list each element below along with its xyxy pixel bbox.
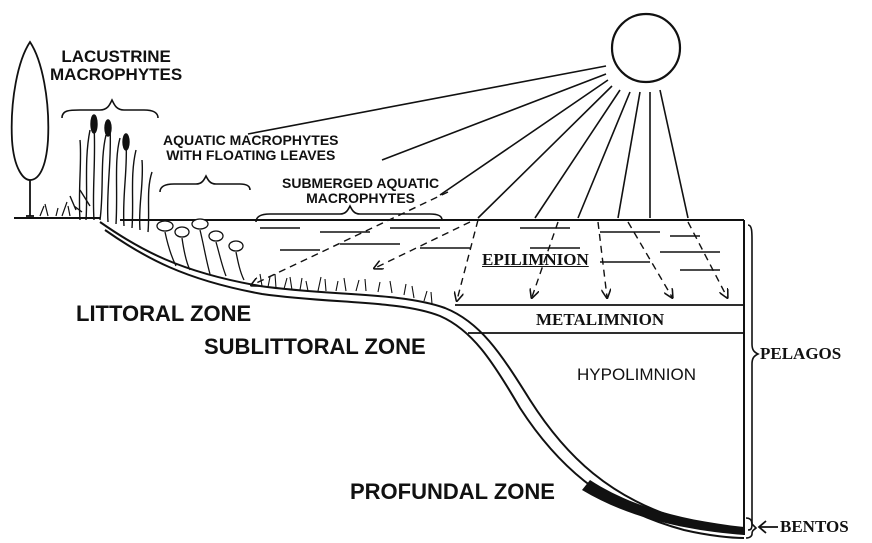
bentos-label: BENTOS	[780, 518, 849, 536]
floating-leaf-plants	[157, 219, 244, 280]
reeds-icon	[70, 115, 152, 232]
metalimnion-label: METALIMNION	[536, 311, 664, 329]
tree-icon	[12, 42, 49, 216]
epilimnion-label: EPILIMNION	[482, 251, 589, 269]
light-penetration-rays	[252, 192, 727, 300]
lacustrine-macrophytes-label: LACUSTRINE MACROPHYTES	[50, 48, 182, 84]
profundal-zone-label: PROFUNDAL ZONE	[350, 480, 555, 503]
sun-icon	[612, 14, 680, 82]
sublittoral-zone-label: SUBLITTORAL ZONE	[204, 335, 426, 358]
shore-grass	[40, 202, 70, 216]
floating-macrophytes-label: AQUATIC MACROPHYTES WITH FLOATING LEAVES	[163, 133, 339, 162]
lacustrine-brace	[62, 100, 158, 118]
pelagos-brace	[748, 225, 758, 530]
benthic-deposit	[582, 480, 744, 535]
littoral-zone-label: LITTORAL ZONE	[76, 302, 251, 325]
hypolimnion-label: HYPOLIMNION	[577, 366, 696, 384]
submerged-macrophytes-label: SUBMERGED AQUATIC MACROPHYTES	[282, 176, 439, 205]
floating-brace	[160, 176, 250, 192]
pelagos-label: PELAGOS	[760, 345, 841, 363]
arrow-icon	[759, 521, 778, 533]
